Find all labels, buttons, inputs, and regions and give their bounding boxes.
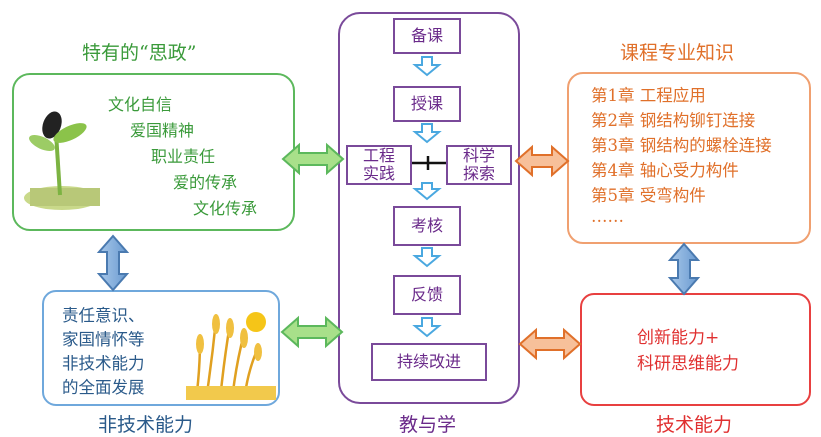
science-line-2: 探索 [462, 164, 495, 183]
ideology-item: 文化自信 [108, 95, 173, 114]
nontech-box: 责任意识、 家国情怀等 非技术能力 的全面发展 [42, 290, 280, 406]
flow-arrow-4 [412, 247, 442, 268]
course-item: 第2章 钢结构铆钉连接 [591, 111, 756, 130]
course-box: 第1章 工程应用 第2章 钢结构铆钉连接 第3章 钢结构的螺栓连接 第4章 轴心… [567, 72, 811, 244]
flow-arrow-3 [412, 182, 442, 201]
ideology-nontech-arrow [96, 234, 130, 292]
nontech-line: 家国情怀等 [62, 330, 145, 349]
wheat-image [186, 312, 276, 400]
tech-label: 技术能力 [656, 414, 733, 436]
course-item: 第4章 轴心受力构件 [591, 161, 739, 180]
flow-arrow-5 [412, 317, 442, 338]
step-prepare: 备课 [393, 18, 461, 54]
practice-science-connector [412, 156, 446, 170]
course-item: 第3章 钢结构的螺栓连接 [591, 136, 772, 155]
step-teach: 授课 [393, 86, 461, 122]
engineering-line-1: 工程 [362, 145, 395, 165]
center-course-arrow [514, 144, 570, 178]
teaching-label: 教与学 [399, 414, 457, 436]
nontech-line: 的全面发展 [62, 378, 145, 397]
nontech-label: 非技术能力 [98, 414, 194, 436]
course-item: …… [591, 207, 624, 226]
ideology-title: 特有的“思政” [82, 42, 197, 64]
ideology-item: 文化传承 [193, 199, 258, 218]
ideology-box: 文化自信 爱国精神 职业责任 爱的传承 文化传承 [12, 73, 295, 231]
engineering-line-2: 实践 [362, 164, 395, 183]
nontech-center-arrow [280, 315, 344, 349]
nontech-line: 非技术能力 [62, 354, 145, 373]
flow-arrow-2 [412, 123, 442, 144]
ideology-center-arrow [281, 142, 345, 176]
flow-arrow-1 [412, 56, 442, 77]
ideology-item: 职业责任 [151, 147, 216, 166]
nontech-line: 责任意识、 [62, 306, 145, 325]
ideology-item: 爱的传承 [173, 173, 238, 192]
tech-line: 科研思维能力 [637, 354, 739, 374]
tech-box: 创新能力+ 科研思维能力 [580, 293, 811, 406]
center-tech-arrow [518, 327, 582, 361]
seedling-image [24, 111, 100, 210]
science-explore-box: 科学 探索 [446, 145, 512, 185]
tech-line: 创新能力+ [637, 328, 720, 348]
course-tech-arrow [667, 242, 701, 296]
step-feedback: 反馈 [393, 275, 461, 315]
ideology-item: 爱国精神 [130, 121, 195, 140]
engineering-practice-box: 工程 实践 [346, 145, 412, 185]
step-continuous-improvement: 持续改进 [371, 343, 487, 381]
course-item: 第1章 工程应用 [591, 86, 706, 105]
step-assess: 考核 [393, 206, 461, 246]
course-item: 第5章 受弯构件 [591, 186, 706, 205]
course-title: 课程专业知识 [620, 42, 735, 64]
science-line-1: 科学 [462, 145, 495, 165]
